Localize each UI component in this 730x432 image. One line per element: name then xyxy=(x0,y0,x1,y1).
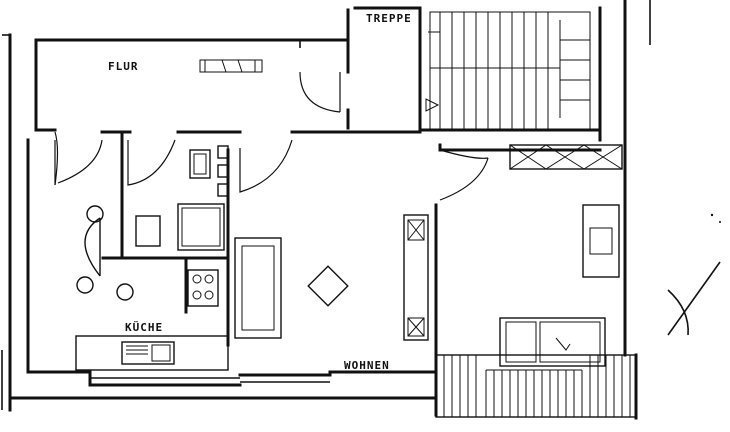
bathroom-fixtures xyxy=(135,145,229,251)
staircase xyxy=(425,11,591,131)
label-treppe: TREPPE xyxy=(366,12,412,25)
kitchen-fixtures xyxy=(75,269,229,371)
doors xyxy=(54,71,489,201)
label-flur: FLUR xyxy=(108,60,139,73)
dining-table xyxy=(76,205,134,301)
living-room-furniture xyxy=(234,214,429,341)
flur-wardrobe xyxy=(199,59,263,73)
walls xyxy=(1,0,651,420)
label-wohnen: WOHNEN xyxy=(344,359,390,372)
balcony xyxy=(435,354,637,418)
bedroom-furniture xyxy=(499,144,623,367)
pen-mark xyxy=(667,213,721,336)
label-kueche: KÜCHE xyxy=(125,320,163,334)
